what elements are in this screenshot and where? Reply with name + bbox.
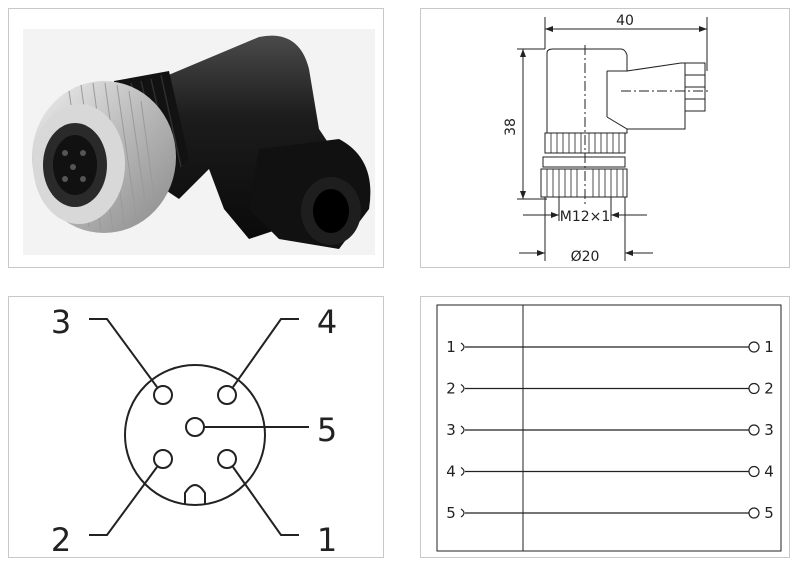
pin-layout-panel: 3 4 5 2 1 (8, 296, 384, 558)
connector-photo (23, 29, 375, 255)
terminal-circle (748, 341, 760, 353)
dimension-drawing: 40 38 M12×1 Ø20 (503, 13, 711, 265)
wiring-left-pin-label: 4 (446, 463, 456, 481)
pin-5-contact (185, 417, 205, 437)
female-contact-symbol (460, 342, 465, 352)
pin-3-contact (153, 385, 173, 405)
height-dimension-label: 38 (503, 118, 519, 136)
wiring-left-pin-label: 2 (446, 380, 456, 398)
wiring-right-pin-label: 5 (764, 504, 774, 522)
pin-2-contact (153, 449, 173, 469)
wiring-left-pin-label: 5 (446, 504, 456, 522)
female-contact-symbol (460, 384, 465, 393)
terminal-circle (748, 382, 760, 395)
wiring-left-pin-label: 1 (446, 338, 456, 356)
wiring-left-pin-label: 3 (446, 421, 456, 439)
coding-key (184, 484, 206, 505)
pin-label-2: 2 (51, 521, 71, 557)
female-contact-symbol (460, 425, 465, 435)
pin-layout-diagram: 3 4 5 2 1 (51, 303, 337, 557)
product-photo-panel (8, 8, 384, 268)
pin-label-3: 3 (51, 303, 71, 341)
pin-1-contact (217, 449, 237, 469)
terminal-circle (748, 465, 760, 478)
pin-label-4: 4 (317, 303, 337, 341)
wiring-right-pin-label: 3 (764, 421, 774, 439)
diameter-dimension-label: Ø20 (571, 249, 600, 265)
wiring-right-pin-label: 2 (764, 380, 774, 398)
pin-label-5: 5 (317, 411, 337, 449)
wiring-right-pin-label: 1 (764, 338, 774, 356)
terminal-circle (748, 507, 760, 519)
wiring-frame (436, 304, 782, 552)
connector-face-outline (124, 364, 266, 506)
pin-label-1: 1 (317, 521, 337, 557)
pin-4-contact (217, 385, 237, 405)
female-contact-symbol (460, 467, 465, 476)
female-contact-symbol (460, 508, 465, 518)
thread-dimension-label: M12×1 (560, 209, 611, 225)
wiring-right-pin-label: 4 (764, 463, 774, 481)
width-dimension-label: 40 (616, 13, 634, 29)
dimension-drawing-panel: 40 38 M12×1 Ø20 (420, 8, 790, 268)
terminal-circle (748, 424, 760, 436)
